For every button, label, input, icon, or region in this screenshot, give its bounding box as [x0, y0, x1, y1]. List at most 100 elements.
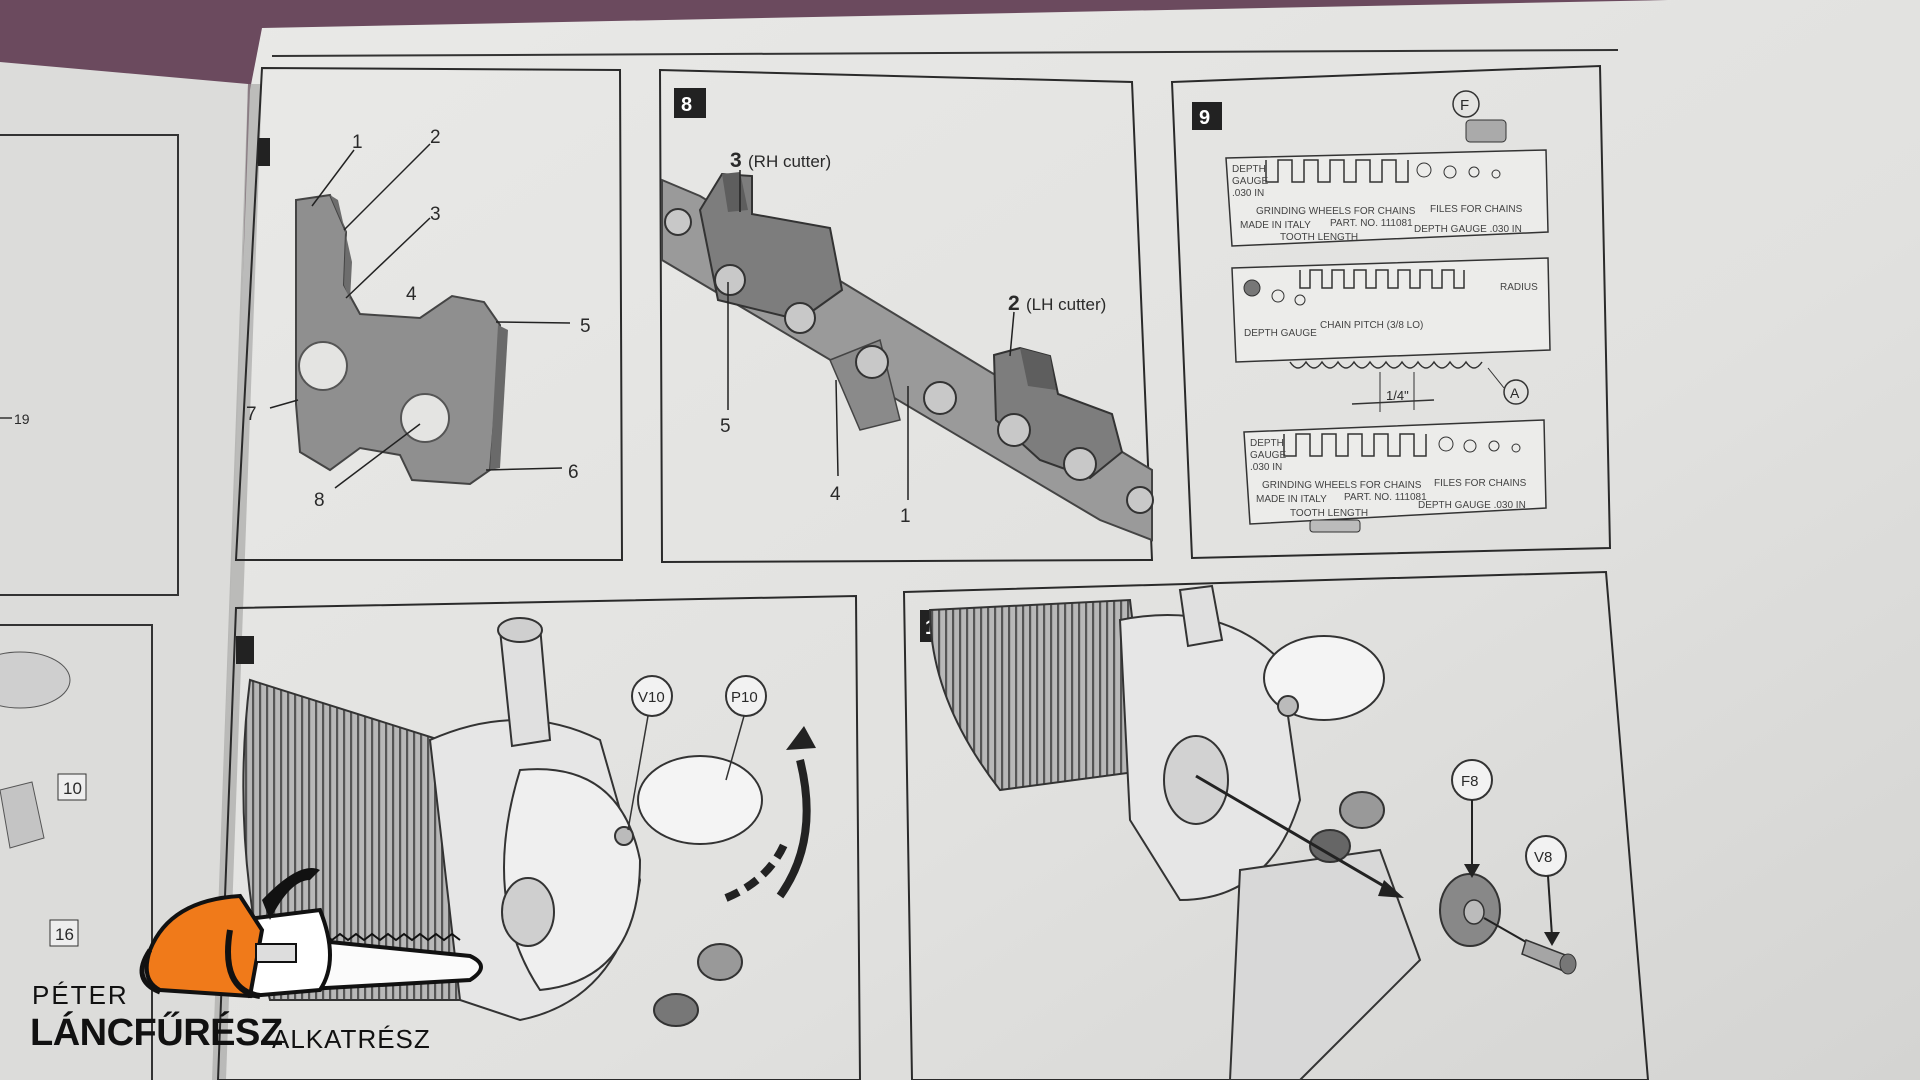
gauge-1-depth-bottom: DEPTH GAUGE .030 IN	[1414, 224, 1522, 235]
callout-p10-leader	[725, 715, 745, 781]
panel-7-leader-lines	[269, 143, 571, 489]
lh-cutter-tooth	[1020, 348, 1056, 390]
knob-10	[697, 943, 743, 981]
left-panel-top	[0, 134, 179, 596]
panel-8-label-5: 5	[720, 416, 731, 437]
gauge-3-body	[1243, 419, 1547, 525]
rivet-hole-left	[298, 341, 348, 391]
callout-p10: P10	[731, 689, 758, 706]
gauge-1-files: FILES FOR CHAINS	[1430, 204, 1523, 215]
callout-a-leader	[1487, 367, 1505, 389]
cutter-side-edge	[490, 325, 508, 470]
gauge-3-clip	[1309, 519, 1361, 533]
panel-8-label-rh-cutter: (RH cutter)	[748, 152, 831, 171]
callout-f8: F8	[1461, 773, 1479, 790]
rotation-arrow-dashed	[724, 838, 790, 902]
rotation-arrow-solid	[776, 759, 811, 899]
panel-10-number-box	[236, 636, 254, 664]
page-spine-shadow	[212, 84, 262, 1080]
gauge-1-gauge: GAUGE	[1232, 176, 1268, 187]
callout-a: A	[1510, 385, 1520, 401]
left-disc	[0, 651, 71, 709]
gauge-1-teeth	[1265, 159, 1409, 183]
left-block	[0, 781, 45, 849]
panel-8-leader-lines	[727, 170, 1015, 500]
brand-logo: PÉTER LÁNCFŰRÉSZ ALKATRÉSZ	[20, 872, 490, 1072]
gauge-1-tooth: TOOTH LENGTH	[1280, 232, 1358, 243]
measure-label: 1/4"	[1386, 388, 1409, 403]
callout-v10-leader	[627, 715, 649, 831]
panel-8-label-2: 2	[1008, 292, 1020, 315]
callout-p10-circle	[725, 675, 767, 717]
chainsaw-rear-handle	[139, 948, 162, 995]
panel-8-number-box	[674, 88, 706, 118]
callout-v8-arrow	[1544, 932, 1560, 946]
gauge-clip	[1465, 119, 1507, 143]
callout-v10-circle	[631, 675, 673, 717]
panel-11-frame	[902, 570, 1650, 1080]
gauge-3-part: PART. NO. 111081	[1344, 492, 1427, 503]
left-panel-bottom	[0, 624, 153, 1080]
panel-8-label-4: 4	[830, 484, 841, 505]
left-label-16-box	[49, 919, 79, 947]
panel-7-label-4: 4	[406, 284, 417, 305]
panel-8-frame	[658, 68, 1154, 564]
chainsaw-grille	[255, 943, 297, 963]
callout-v10: V10	[638, 689, 665, 706]
logo-line-3: ALKATRÉSZ	[272, 1024, 431, 1054]
gauge-3-teeth	[1283, 433, 1427, 457]
gauge-1-part: PART. NO. 111081	[1330, 218, 1413, 229]
knob-base-10	[653, 993, 699, 1027]
gauge-3-value: .030 IN	[1250, 462, 1282, 473]
gauge-1-made: MADE IN ITALY	[1240, 220, 1311, 231]
left-label-19: 19	[14, 411, 30, 427]
rh-cutter-tooth	[722, 172, 748, 212]
left-label-10-box	[57, 773, 87, 801]
gauge-2-chain-pitch: CHAIN PITCH (3/8 LO)	[1320, 320, 1423, 331]
left-label-10: 10	[63, 779, 82, 798]
gauge-1-value: .030 IN	[1232, 188, 1264, 199]
knob-base-11	[1309, 829, 1351, 863]
gauge-3-files: FILES FOR CHAINS	[1434, 478, 1527, 489]
gauge-3-gauge: GAUGE	[1250, 450, 1286, 461]
guard-cover-p10	[637, 755, 763, 845]
logo-line-1: PÉTER	[32, 980, 129, 1010]
panel-8-label-3: 3	[730, 149, 742, 172]
screw-v8-head	[1559, 953, 1577, 975]
cover-screw-11	[1277, 695, 1299, 717]
chainsaw-bar	[288, 935, 483, 993]
callout-f: F	[1460, 97, 1469, 114]
gauge-3-made: MADE IN ITALY	[1256, 494, 1327, 505]
depth-gauge-2: CHAIN PITCH (3/8 LO) RADIUS DEPTH GAUGE	[1231, 257, 1551, 369]
panel-7-label-8: 8	[314, 490, 325, 511]
gauge-1-wheels: GRINDING WHEELS FOR CHAINS	[1256, 206, 1416, 217]
panel-11-grinder	[928, 584, 1577, 1080]
panel-9-frame	[1170, 64, 1612, 560]
left-label-16: 16	[55, 925, 74, 944]
spindle-hole-11	[1163, 735, 1229, 825]
callout-v8: V8	[1534, 849, 1552, 866]
panel-8-label-lh-cutter: (LH cutter)	[1026, 295, 1106, 314]
chainsaw-front-handle	[225, 929, 261, 999]
handle-11	[1178, 584, 1224, 648]
callout-v8-leader	[1547, 875, 1553, 937]
panel-7-number-box	[258, 138, 270, 166]
depth-gauge-3: DEPTH GAUGE .030 IN GRINDING WHEELS FOR …	[1243, 419, 1547, 533]
handle-cap-10	[497, 617, 543, 643]
cutter-top-edge	[330, 195, 352, 300]
panel-7-label-6: 6	[568, 462, 579, 483]
panel-9-number-box	[1192, 102, 1222, 130]
left-page	[0, 62, 248, 1080]
callout-f-circle	[1452, 90, 1480, 118]
panel-7-label-7: 7	[246, 404, 257, 425]
panel-7-label-5: 5	[580, 316, 591, 337]
panel-8-label-1: 1	[900, 506, 911, 527]
knob-11	[1339, 791, 1385, 829]
screw-v10	[614, 826, 634, 846]
panel-7-label-3: 3	[430, 204, 441, 225]
assembly-arrow-head	[1378, 880, 1404, 898]
flange-f8-hub	[1463, 899, 1485, 925]
rivet-hole-right	[400, 393, 450, 443]
depth-gauge-1: DEPTH GAUGE .030 IN GRINDING WHEELS FOR …	[1225, 149, 1549, 247]
